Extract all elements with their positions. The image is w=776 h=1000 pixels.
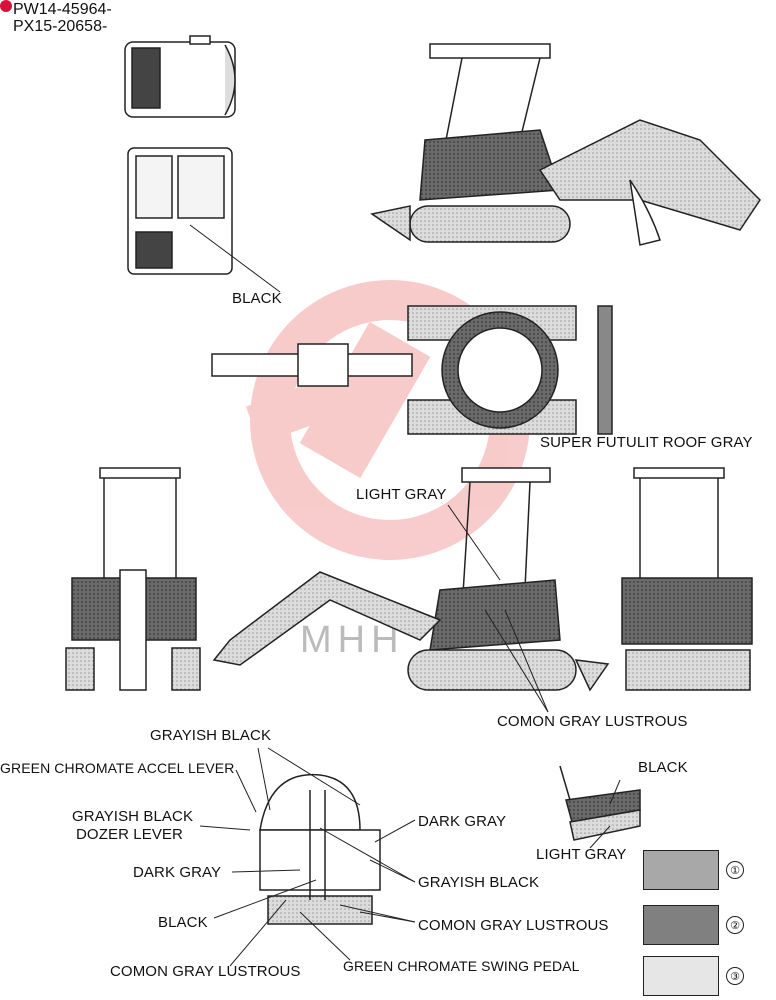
label-light-gray-seat: LIGHT GRAY [536,846,627,863]
excavator-plan-view [211,305,613,435]
label-green-accel-lever: GREEN CHROMATE ACCEL LEVER [0,760,235,776]
label-comon-gray-bottom: COMON GRAY LUSTROUS [110,963,301,980]
legend-number-2: ② [726,916,744,934]
legend-swatch-1 [643,850,719,890]
cab-top-view [124,35,236,118]
excavator-side-view-top [370,43,761,246]
part-code-2: PX15-20658- [13,18,108,35]
label-light-gray-side: LIGHT GRAY [356,486,447,503]
label-black-cab: BLACK [232,290,282,307]
legend-swatch-3 [643,956,719,996]
label-black-seat: BLACK [638,759,688,776]
operator-station-view [259,773,381,925]
legend-number-3: ③ [726,967,744,985]
label-dark-gray-right: DARK GRAY [418,813,507,830]
part-code-1: PW14-45964- [13,1,112,18]
red-bullet-icon [0,0,12,12]
label-grayish-black-right: GRAYISH BLACK [418,874,540,891]
label-comon-gray-right: COMON GRAY LUSTROUS [418,917,609,934]
legend-number-1: ① [726,861,744,879]
label-roof-gray: SUPER FUTULIT ROOF GRAY [540,434,753,451]
label-comon-gray-side: COMON GRAY LUSTROUS [497,713,688,730]
label-green-swing-pedal: GREEN CHROMATE SWING PEDAL [343,958,580,974]
label-black-left: BLACK [158,914,208,931]
watermark-text: MHH [300,619,405,661]
label-dark-gray-left: DARK GRAY [133,864,222,881]
cab-side-view [127,147,281,293]
label-dozer-lever: DOZER LEVER [76,826,183,843]
excavator-front-view [65,467,201,691]
label-grayish-black-dozer: GRAYISH BLACK [72,808,194,825]
legend-swatch-2 [643,905,719,945]
leader-lines [199,504,621,967]
excavator-rear-view [621,467,753,691]
seat-part-view [559,765,641,841]
label-grayish-black-top: GRAYISH BLACK [150,727,272,744]
